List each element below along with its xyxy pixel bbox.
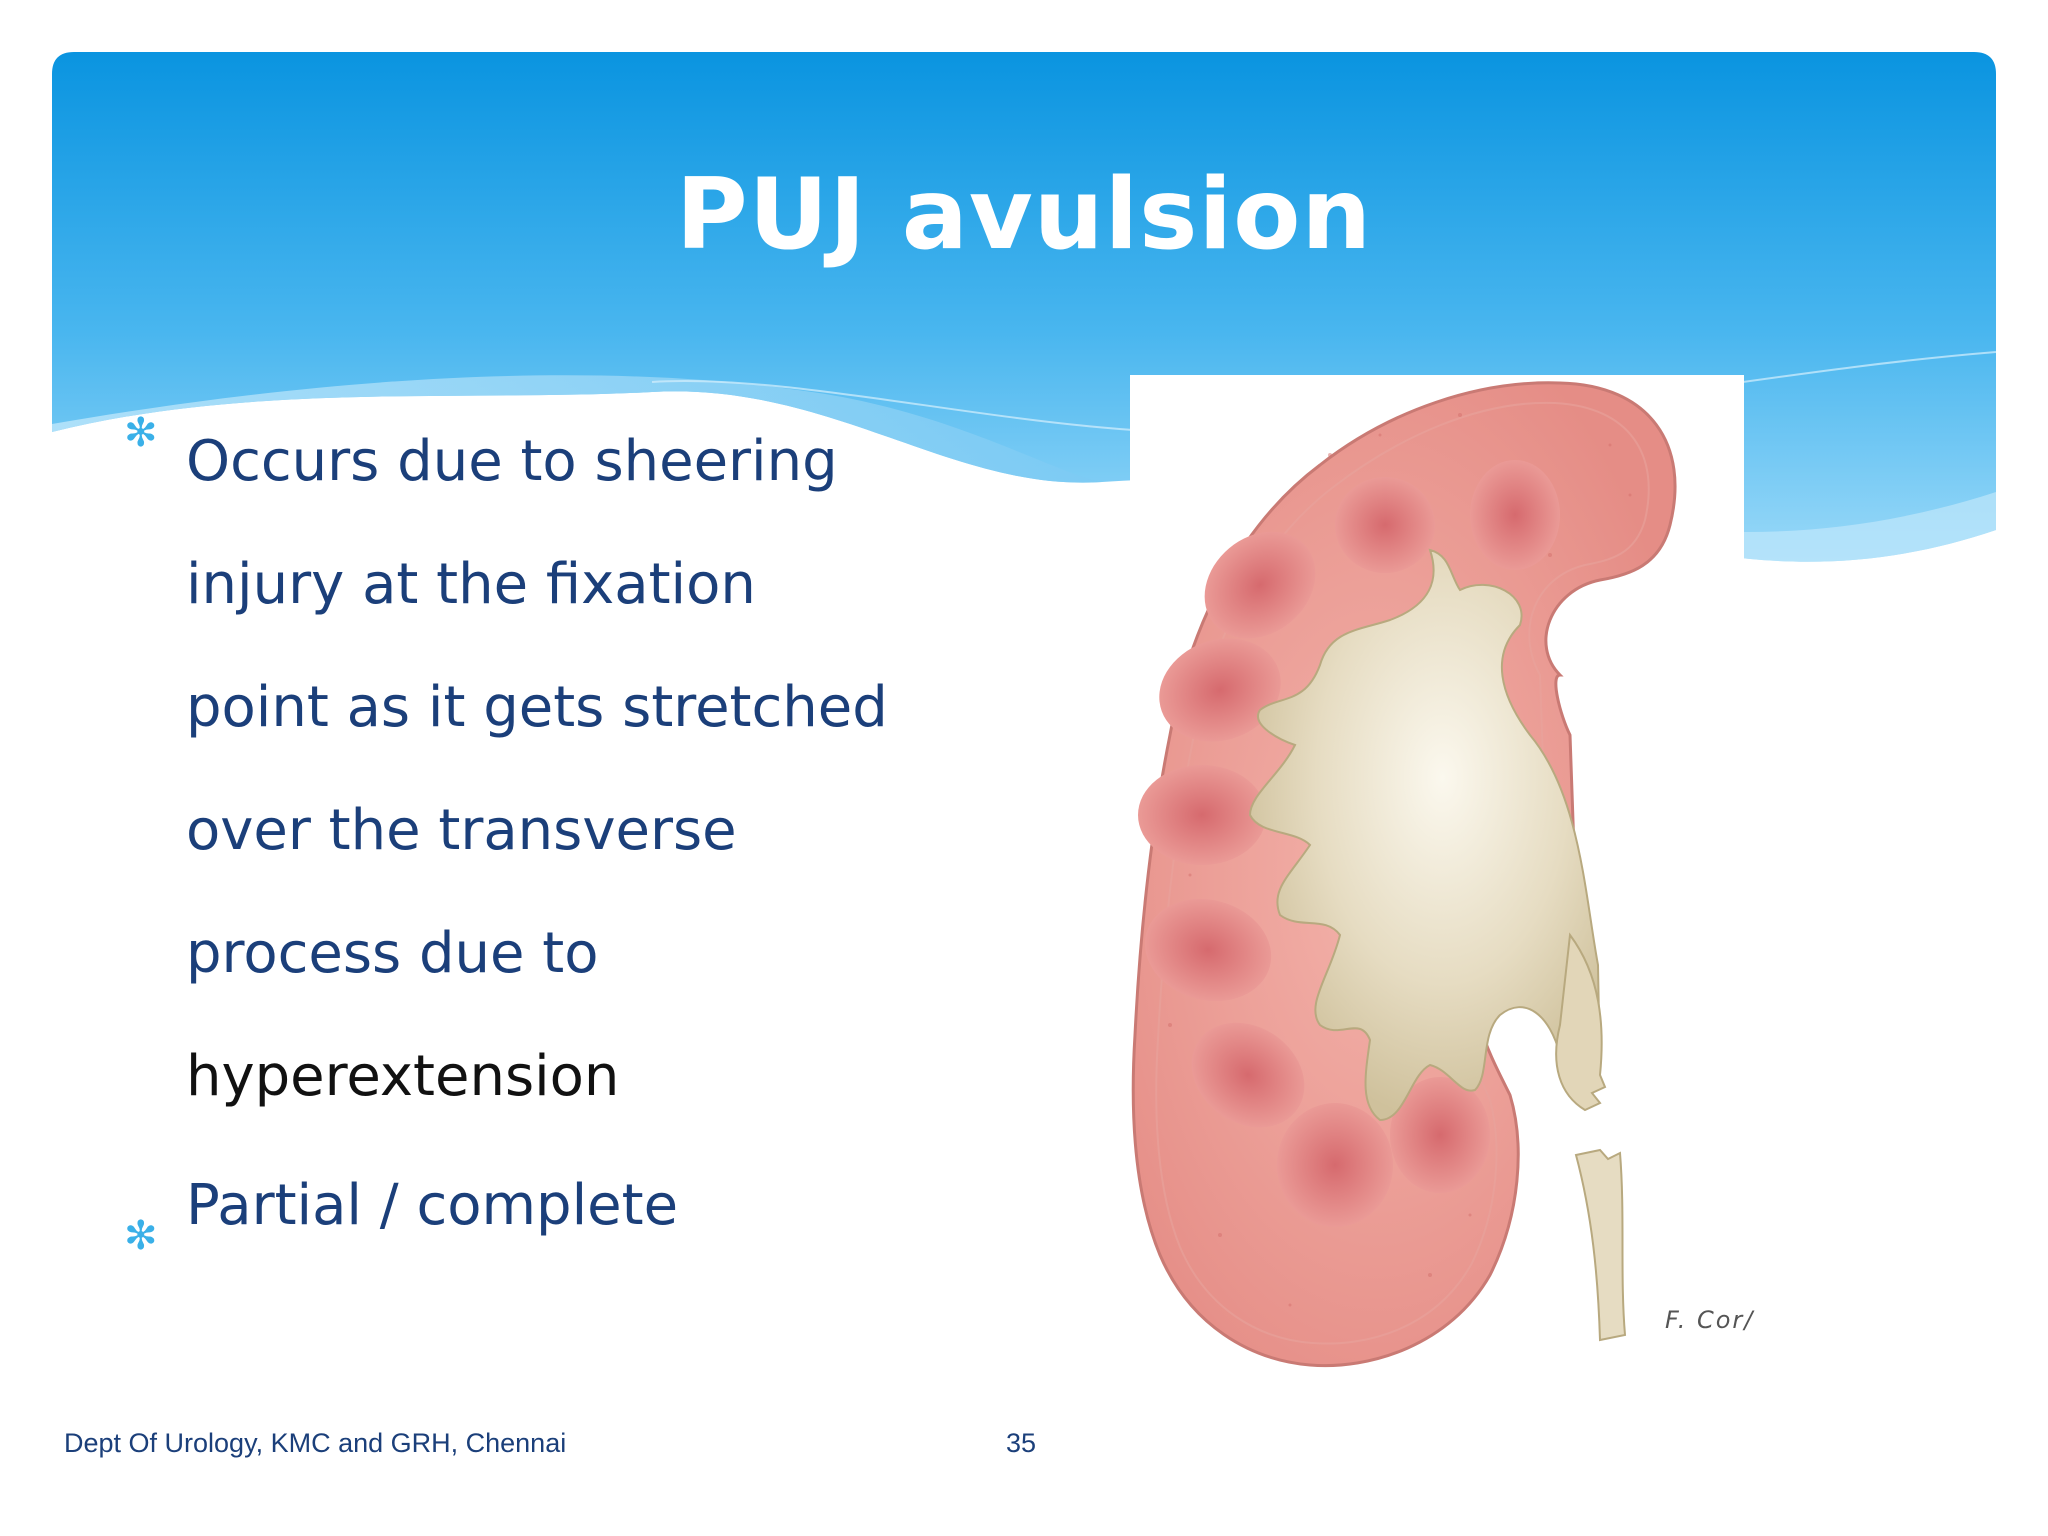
slide-title: PUJ avulsion: [675, 158, 1373, 272]
asterisk-bullet-icon: ✻: [124, 410, 158, 456]
bullet-line: process due to: [186, 921, 599, 986]
kidney-drawing: [1131, 381, 1677, 1368]
footer-department: Dept Of Urology, KMC and GRH, Chennai: [64, 1428, 567, 1458]
bullet-text: Partial / complete: [186, 1173, 679, 1238]
bullet-line: over the transverse: [186, 798, 737, 863]
illustration-signature: F. Cor/: [1665, 1306, 1755, 1334]
bullet-item: ✻ Partial / complete: [124, 1156, 1024, 1259]
footer-page-number: 35: [1006, 1428, 1037, 1458]
bullet-line: injury at the fixation: [186, 552, 756, 617]
bullet-line: point as it gets stretched: [186, 675, 888, 740]
bullet-item: ✻ Occurs due to sheering injury at the f…: [124, 400, 1024, 1138]
asterisk-bullet-icon: ✻: [124, 1213, 158, 1259]
bullet-line: Occurs due to sheering: [186, 429, 838, 494]
bullet-line: hyperextension: [186, 1044, 620, 1109]
bullet-list: ✻ Occurs due to sheering injury at the f…: [124, 400, 1024, 1259]
kidney-illustration: [1130, 375, 1744, 1385]
